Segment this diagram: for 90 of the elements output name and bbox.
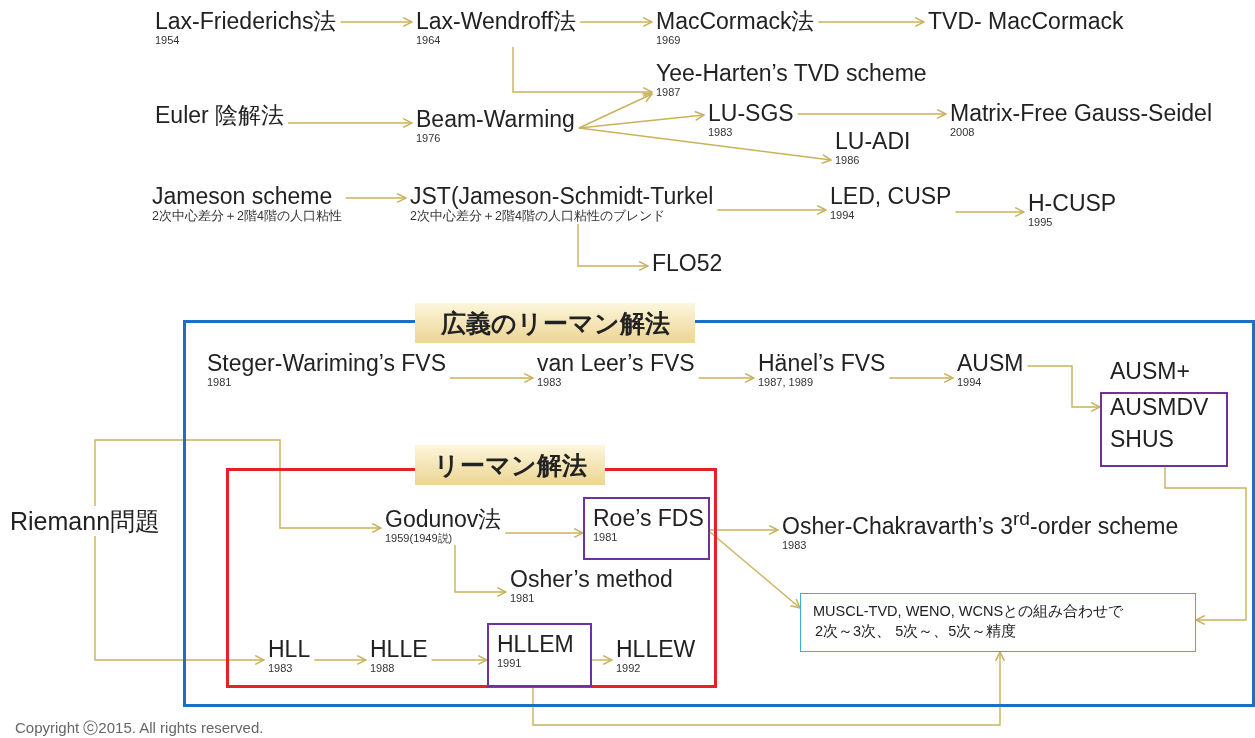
arrow (709, 524, 779, 536)
method-name: Lax-Wendroff法 (416, 8, 577, 34)
year-label: 1994 (957, 376, 983, 389)
year-label: 1976 (416, 132, 442, 145)
group-heading: 広義のリーマン解法 (415, 303, 695, 343)
method-name: Steger-Wariming’s FVS (207, 350, 446, 376)
method-name: AUSM+ (1110, 358, 1190, 384)
year-label: 1992 (616, 662, 642, 675)
year-label: 1995 (1028, 216, 1054, 229)
method-name: Riemann問題 (10, 506, 161, 536)
year-label: 1954 (155, 34, 181, 47)
description-text: 2次中心差分＋2階4階の人口粘性 (152, 209, 342, 224)
highlight-box (487, 623, 592, 687)
method-name: TVD- MacCormack (928, 8, 1124, 34)
arrow (578, 110, 705, 129)
arrow (698, 372, 755, 384)
arrow (287, 117, 413, 129)
note-text: MUSCL-TVD, WENO, WCNSとの組み合わせで (813, 602, 1125, 621)
method-name: H-CUSP (1028, 190, 1117, 216)
arrow (504, 527, 584, 539)
arrow (716, 204, 827, 216)
year-label: 1981 (207, 376, 233, 389)
arrow (709, 531, 801, 609)
arrow (591, 654, 613, 666)
method-name: HLLE (370, 636, 428, 662)
arrow (449, 372, 534, 384)
highlight-box (583, 497, 710, 560)
method-name: Godunov法 (385, 506, 502, 532)
arrow (577, 223, 649, 272)
method-name: Osher-Chakravarth’s 3$^{rd}$-order scheme (782, 507, 1179, 539)
method-name: Euler 陰解法 (155, 102, 285, 128)
method-name: SHUS (1110, 426, 1174, 452)
arrow (796, 108, 947, 120)
arrow (430, 654, 488, 666)
year-label: 1983 (537, 376, 563, 389)
arrow (954, 206, 1025, 218)
arrow (1164, 466, 1247, 626)
method-name: HLLEW (616, 636, 696, 662)
method-name: AUSM (957, 350, 1024, 376)
arrow (579, 16, 653, 28)
arrow (512, 46, 653, 98)
arrow (888, 372, 954, 384)
arrow (532, 651, 1006, 726)
arrow (345, 192, 407, 204)
year-label: 1988 (370, 662, 396, 675)
arrow (94, 439, 382, 534)
method-name: JST(Jameson-Schmidt-Turkel (410, 183, 714, 209)
arrow (454, 544, 507, 598)
arrow (578, 92, 653, 129)
method-name: Lax-Friederichs法 (155, 8, 337, 34)
method-name: Hänel’s FVS (758, 350, 886, 376)
year-label: 1986 (835, 154, 861, 167)
year-label: 1959(1949説) (385, 532, 454, 545)
method-name: AUSMDV (1110, 394, 1209, 420)
method-name: LU-ADI (835, 128, 911, 154)
method-name: Jameson scheme (152, 183, 334, 209)
year-label: 1994 (830, 209, 856, 222)
arrow (339, 16, 413, 28)
arrow (94, 535, 265, 666)
group-heading: リーマン解法 (415, 445, 605, 485)
method-name: Yee-Harten’s TVD scheme (656, 60, 927, 86)
method-name: HLL (268, 636, 311, 662)
method-name: FLO52 (652, 250, 723, 276)
note-text: 2次～3次、 5次～、5次～精度 (814, 622, 1018, 641)
method-name: LED, CUSP (830, 183, 952, 209)
method-name: Osher’s method (510, 566, 673, 592)
method-name: van Leer’s FVS (537, 350, 695, 376)
year-label: 1983 (782, 538, 808, 552)
copyright-text: Copyright ⓒ2015. All rights reserved. (15, 719, 264, 738)
method-name: LU-SGS (708, 100, 794, 126)
year-label: 1981 (593, 531, 619, 544)
year-label: 1991 (497, 657, 523, 670)
year-label: 1987, 1989 (758, 376, 815, 389)
year-label: 1987 (656, 86, 682, 99)
note-box (800, 593, 1196, 652)
arrow (817, 16, 925, 28)
arrow (313, 654, 367, 666)
arrow (578, 127, 832, 165)
year-label: 1981 (510, 592, 536, 605)
year-label: 1964 (416, 34, 442, 47)
year-label: 1983 (268, 662, 294, 675)
year-label: 1983 (708, 126, 734, 139)
method-name: MacCormack法 (656, 8, 815, 34)
method-name: HLLEM (497, 631, 575, 657)
year-label: 1969 (656, 34, 682, 47)
year-label: 2008 (950, 126, 976, 139)
description-text: 2次中心差分＋2階4階の人口粘性のブレンド (410, 209, 666, 224)
method-name: Matrix-Free Gauss-Seidel (950, 100, 1213, 126)
method-name: Beam-Warming (416, 106, 575, 132)
arrow (1026, 365, 1101, 413)
